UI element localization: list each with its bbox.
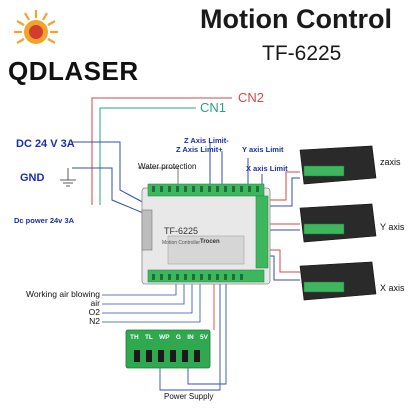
driver-yaxis-label: Y axis (380, 222, 405, 232)
cn1-wire (99, 107, 196, 205)
xaxis-wire-1 (268, 249, 300, 273)
air-label: air (90, 298, 100, 308)
board-label: TF-6225 (164, 226, 199, 236)
driver-zaxis (299, 145, 377, 185)
dc-power-note: Dc power 24v 3A (14, 216, 75, 225)
pin-tl: TL (144, 334, 153, 341)
psu-wire-3 (187, 282, 227, 385)
z-limit-minus-label: Z Axis Limit- (184, 136, 229, 145)
terminal-block (125, 329, 211, 369)
cn2-label: CN2 (238, 90, 265, 105)
x-limit-label: X axis Limit (246, 164, 288, 173)
zaxis-wire-1 (268, 171, 300, 201)
psu-wire-2 (159, 282, 221, 391)
qdlaser-logo (14, 10, 58, 44)
water-protection-label: Water protection (138, 162, 197, 171)
board-maker: Trocen (200, 239, 220, 245)
page-title: Motion Control (200, 4, 392, 34)
terminal-pin-labels: TH TL WP G IN 5V (130, 334, 208, 341)
y-limit-label: Y axis Limit (242, 145, 284, 154)
driver-yaxis (299, 203, 377, 243)
cn2-wire (91, 97, 232, 205)
gnd-label: GND (20, 172, 45, 184)
driver-xaxis (299, 261, 377, 301)
air-wire-3 (102, 282, 193, 314)
pin-g: G (175, 334, 181, 341)
o2-label: O2 (88, 307, 100, 317)
air-wire-1 (102, 282, 177, 296)
gnd-wire (72, 167, 149, 216)
pin-wp: WP (159, 334, 170, 341)
pin-th: TH (130, 334, 139, 341)
air-wire-4 (102, 282, 201, 323)
n2-label: N2 (89, 316, 100, 326)
board-subtitle: Motion Controller (162, 240, 201, 246)
working-air-label: Working air blowing (25, 289, 100, 299)
air-wire-2 (102, 282, 185, 305)
water-wire (138, 167, 179, 190)
power-supply-label: Power Supply (164, 392, 214, 401)
controller-board (141, 183, 271, 285)
cn1-label: CN1 (200, 100, 227, 115)
zaxis-wire-2 (268, 177, 300, 207)
model-number: TF-6225 (262, 42, 342, 65)
brand-name: QDLASER (8, 56, 139, 86)
dc-wire (72, 141, 149, 206)
driver-zaxis-label: zaxis (380, 157, 401, 167)
z-limit-plus-label: Z Axis Limit+ (176, 145, 223, 154)
ground-icon (60, 168, 76, 187)
xaxis-wire-2 (268, 255, 300, 281)
pin-5v: 5V (200, 334, 208, 341)
pin-in: IN (187, 334, 194, 341)
dc-power-label: DC 24 V 3A (16, 138, 75, 150)
driver-xaxis-label: X axis (380, 283, 405, 293)
